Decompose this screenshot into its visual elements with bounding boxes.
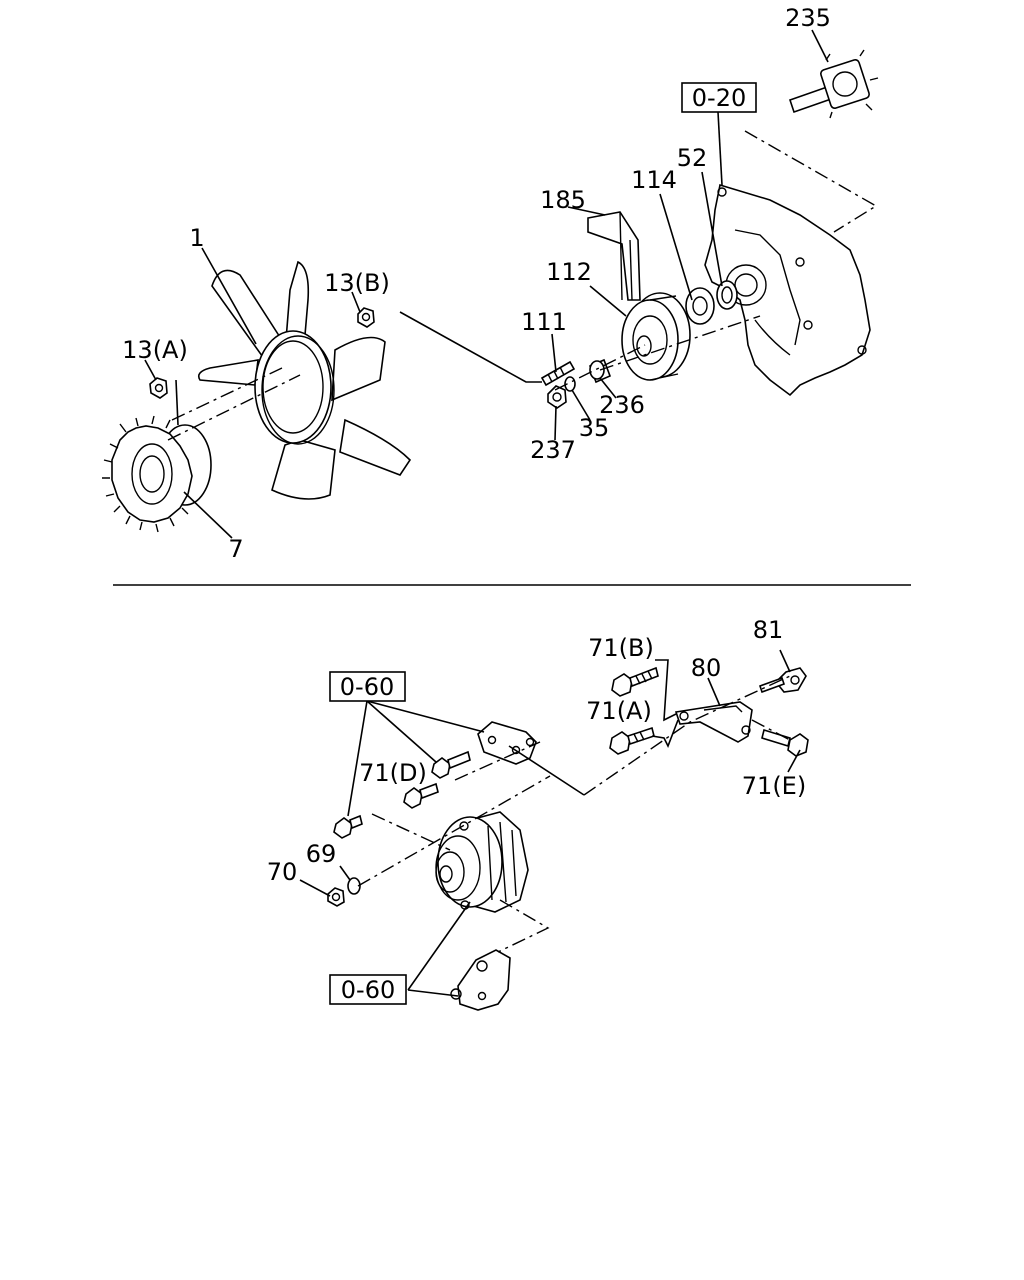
part-13b-nut [357, 307, 375, 328]
bottom-alignment-lines [357, 675, 791, 953]
part-71e-bolt [761, 728, 809, 757]
callout-13a: 13(A) [122, 336, 188, 364]
part-13a-nut [149, 377, 168, 399]
callout-236: 236 [599, 391, 645, 419]
part-70-nut [327, 887, 345, 907]
part-237-nut [547, 385, 567, 409]
part-114-bearing [685, 287, 715, 325]
alternator-mount-bolt [333, 814, 363, 839]
callout-235: 235 [785, 4, 831, 32]
bracket-bolt [431, 750, 471, 779]
callout-237: 237 [530, 436, 576, 464]
callout-1: 1 [189, 224, 204, 252]
callout-112: 112 [546, 258, 592, 286]
part-71d-bolt [403, 782, 439, 809]
part-71a-bolt [609, 726, 655, 755]
callout-69: 69 [306, 840, 337, 868]
ref-box-0-60-upper[interactable]: 0-60 [329, 671, 406, 702]
part-112-idler-pulley [621, 292, 691, 381]
callout-71b: 71(B) [588, 634, 654, 662]
ref-label-0-20: 0-20 [692, 84, 746, 112]
callouts: 235 52 114 185 112 111 1 13(B) 13(A) 236… [122, 4, 831, 886]
part-80-adjust-bracket [674, 701, 753, 743]
bottom-leader-lines [299, 649, 801, 997]
callout-111: 111 [521, 308, 567, 336]
callout-80: 80 [691, 654, 722, 682]
part-69-washer [347, 877, 361, 895]
callout-71e: 71(E) [742, 772, 806, 800]
callout-7: 7 [228, 535, 243, 563]
callout-52: 52 [677, 144, 708, 172]
part-52-washer [716, 280, 738, 310]
ref-label-0-60-upper: 0-60 [340, 673, 394, 701]
callout-70: 70 [267, 858, 298, 886]
engine-front-cover [704, 183, 871, 397]
callout-71d: 71(D) [359, 759, 427, 787]
ref-box-0-60-lower[interactable]: 0-60 [329, 974, 407, 1005]
ref-box-0-20[interactable]: 0-20 [681, 82, 757, 113]
part-1-fan [197, 260, 412, 500]
top-leader-lines [144, 29, 829, 539]
ref-label-0-60-lower: 0-60 [341, 976, 395, 1004]
callout-114: 114 [631, 166, 677, 194]
alternator [435, 811, 529, 913]
top-alignment-lines [167, 130, 878, 441]
callout-81: 81 [753, 616, 784, 644]
part-235-gear-shaft [788, 49, 879, 119]
lower-alternator-bracket [450, 949, 511, 1011]
callout-35: 35 [579, 414, 610, 442]
callout-13b: 13(B) [324, 269, 390, 297]
callout-71a: 71(A) [586, 697, 652, 725]
part-7-fan-clutch [102, 415, 212, 533]
callout-185: 185 [540, 186, 586, 214]
part-111-stud [540, 360, 576, 387]
part-185-belt [587, 211, 641, 301]
part-81-bolt [758, 667, 807, 694]
part-71b-bolt [611, 666, 659, 697]
